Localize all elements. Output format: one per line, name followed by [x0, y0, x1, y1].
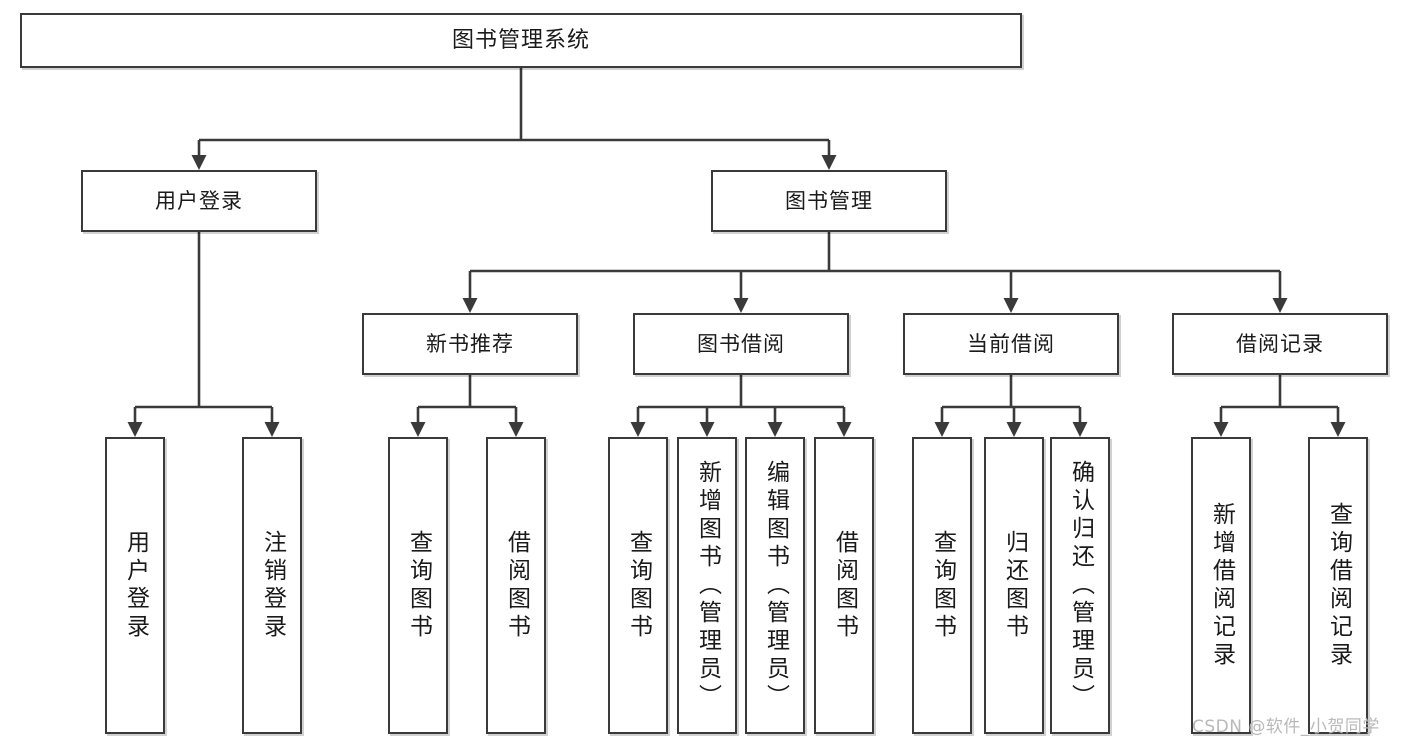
node-book-borrow[interactable]: 图书借阅: [633, 313, 849, 375]
node-leaf-user-login-label: 用户登录: [122, 529, 149, 642]
arrowhead-icon: [127, 422, 143, 437]
node-leaf-query-book-2[interactable]: 查询图书: [608, 437, 668, 734]
node-book-borrow-label: 图书借阅: [697, 331, 785, 356]
node-leaf-borrow-book-1[interactable]: 借阅图书: [486, 437, 546, 734]
arrowhead-icon: [1213, 422, 1229, 437]
node-leaf-borrow-book-1-label: 借阅图书: [503, 529, 530, 642]
arrowhead-icon: [821, 155, 837, 170]
node-leaf-user-logout[interactable]: 注销登录: [242, 437, 302, 734]
arrowhead-icon: [508, 422, 524, 437]
node-leaf-confirm-return-label: 确认归还（管理员）: [1067, 459, 1094, 712]
node-borrow-record-label: 借阅记录: [1236, 331, 1324, 356]
arrowhead-icon: [1272, 298, 1288, 313]
node-leaf-user-logout-label: 注销登录: [259, 529, 286, 642]
node-leaf-add-book-label: 新增图书（管理员）: [694, 459, 721, 712]
arrowhead-icon: [1072, 422, 1088, 437]
node-leaf-borrow-book-2-label: 借阅图书: [831, 529, 858, 642]
node-leaf-query-book-3[interactable]: 查询图书: [912, 437, 972, 734]
node-user-login[interactable]: 用户登录: [81, 170, 317, 232]
arrowhead-icon: [767, 422, 783, 437]
node-leaf-confirm-return[interactable]: 确认归还（管理员）: [1050, 437, 1110, 734]
node-leaf-add-record[interactable]: 新增借阅记录: [1191, 437, 1251, 734]
node-borrow-record[interactable]: 借阅记录: [1172, 313, 1388, 375]
arrowhead-icon: [1006, 422, 1022, 437]
arrowhead-icon: [191, 155, 207, 170]
csdn-watermark: CSDN @软件_小贺同学: [1192, 717, 1380, 737]
node-current-borrow[interactable]: 当前借阅: [903, 313, 1119, 375]
node-leaf-query-book-1[interactable]: 查询图书: [388, 437, 448, 734]
node-leaf-return-book[interactable]: 归还图书: [984, 437, 1044, 734]
node-leaf-add-record-label: 新增借阅记录: [1208, 501, 1235, 670]
node-leaf-borrow-book-2[interactable]: 借阅图书: [814, 437, 874, 734]
arrowhead-icon: [1330, 422, 1346, 437]
node-book-manage-label: 图书管理: [785, 188, 873, 213]
arrowhead-icon: [1003, 298, 1019, 313]
node-root-label: 图书管理系统: [451, 27, 590, 53]
node-new-book-rec-label: 新书推荐: [426, 331, 514, 356]
node-book-manage[interactable]: 图书管理: [711, 170, 947, 232]
arrowhead-icon: [630, 422, 646, 437]
node-user-login-label: 用户登录: [155, 188, 243, 213]
node-leaf-user-login[interactable]: 用户登录: [105, 437, 165, 734]
node-current-borrow-label: 当前借阅: [967, 331, 1055, 356]
node-leaf-query-book-1-label: 查询图书: [405, 529, 432, 642]
node-leaf-return-book-label: 归还图书: [1001, 529, 1028, 642]
node-leaf-edit-book[interactable]: 编辑图书（管理员）: [745, 437, 805, 734]
arrowhead-icon: [733, 298, 749, 313]
arrowhead-icon: [264, 422, 280, 437]
node-leaf-add-book[interactable]: 新增图书（管理员）: [677, 437, 737, 734]
arrowhead-icon: [410, 422, 426, 437]
arrowhead-icon: [462, 298, 478, 313]
arrowhead-icon: [699, 422, 715, 437]
node-leaf-query-book-2-label: 查询图书: [625, 529, 652, 642]
node-leaf-edit-book-label: 编辑图书（管理员）: [762, 459, 789, 712]
node-leaf-query-book-3-label: 查询图书: [929, 529, 956, 642]
node-leaf-query-record-label: 查询借阅记录: [1325, 501, 1352, 670]
arrowhead-icon: [934, 422, 950, 437]
node-new-book-rec[interactable]: 新书推荐: [362, 313, 578, 375]
node-root[interactable]: 图书管理系统: [20, 13, 1022, 68]
node-leaf-query-record[interactable]: 查询借阅记录: [1308, 437, 1368, 734]
arrowhead-icon: [836, 422, 852, 437]
